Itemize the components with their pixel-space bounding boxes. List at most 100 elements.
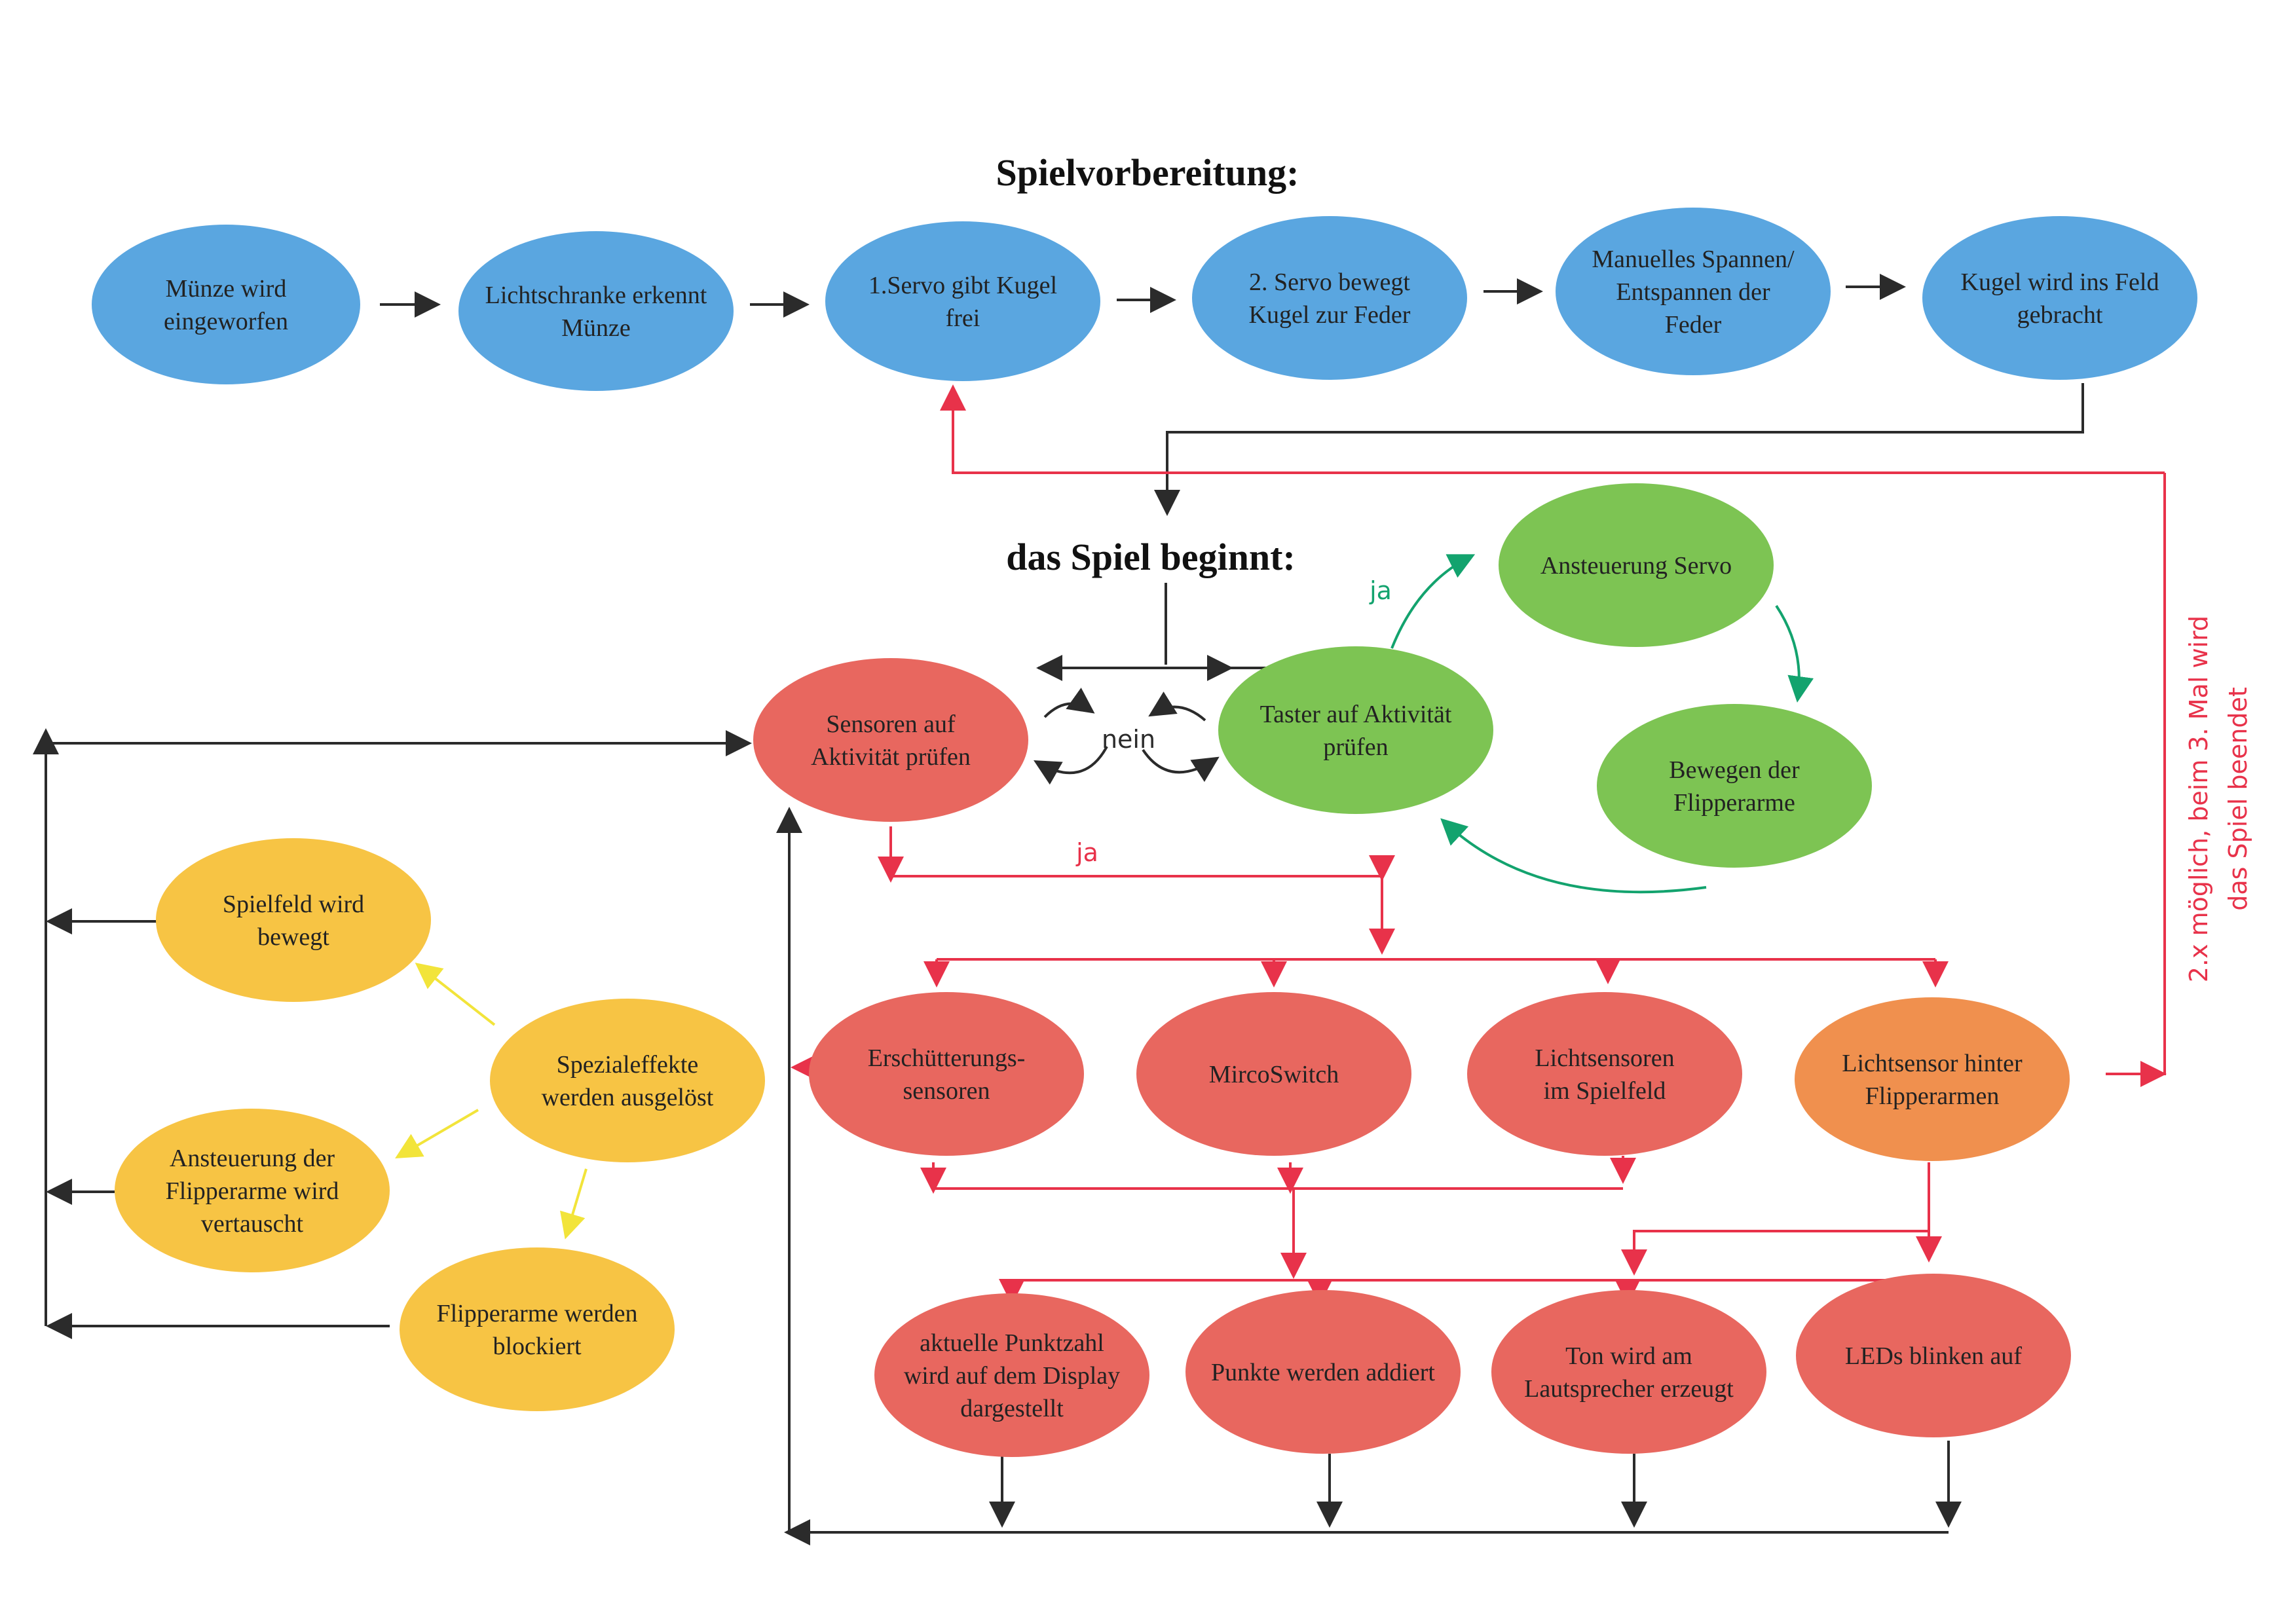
side-note: 2.x möglich, beim 3. Mal wird das Spiel …	[2184, 616, 2252, 982]
node-flipperarme-vertauscht-shape	[115, 1109, 390, 1272]
node-display-label: dargestellt	[960, 1395, 1064, 1422]
node-ton-label: Lautsprecher erzeugt	[1524, 1375, 1734, 1403]
node-servo1-label: 1.Servo gibt Kugel	[868, 272, 1057, 299]
node-ton-shape	[1491, 1290, 1766, 1454]
node-spannen-shape	[1556, 208, 1831, 375]
node-kugel-feld-label: gebracht	[2017, 301, 2103, 329]
connectors	[33, 274, 2167, 1545]
arrow-special-to-blocked	[560, 1168, 588, 1240]
side-note-line-2: das Spiel beendet	[2224, 687, 2252, 910]
arrow-flippers-to-buttons	[1440, 818, 1707, 894]
node-ansteuerung-servo-label: Ansteuerung Servo	[1540, 552, 1732, 580]
arrow-servo-to-flippers	[1775, 604, 1814, 703]
node-erschuetterung-label: Erschütterungs-	[868, 1044, 1026, 1072]
node-flipperarme-vertauscht-label: Flipperarme wird	[166, 1177, 339, 1205]
node-lichtsensoren-feld: Lichtsensoren im Spielfeld	[1467, 992, 1742, 1156]
node-flipperarme-blockiert-label: Flipperarme werden	[436, 1300, 637, 1327]
node-sensoren-pruefen-shape	[753, 658, 1028, 822]
node-spezialeffekte-shape	[490, 999, 765, 1162]
arrow-restart-to-servo1	[940, 384, 2165, 474]
node-flipperarme-vertauscht-label: vertauscht	[201, 1210, 304, 1238]
node-muenze-label: Münze wird	[166, 275, 287, 303]
node-sensoren-pruefen-label: Aktivität prüfen	[811, 743, 971, 771]
node-lichtsensor-flipper-shape	[1795, 997, 2070, 1161]
node-lichtsensor-flipper-label: Lichtsensor hinter	[1842, 1050, 2023, 1077]
node-servo2-shape	[1192, 216, 1467, 380]
node-flipperarme-blockiert-shape	[400, 1247, 675, 1411]
node-lichtsensoren-feld-label: Lichtsensoren	[1535, 1044, 1674, 1072]
node-ton: Ton wird am Lautsprecher erzeugt	[1491, 1290, 1766, 1454]
arrow-special-to-fieldmoves	[415, 963, 496, 1026]
node-microswitch-label: MircoSwitch	[1209, 1061, 1339, 1088]
node-spezialeffekte-label: Spezialeffekte	[557, 1051, 699, 1079]
node-muenze-shape	[92, 225, 360, 384]
arrow-sensors-ja	[889, 826, 1395, 955]
node-taster-pruefen-label: Taster auf Aktivität	[1260, 701, 1452, 728]
node-lichtsensor-flipper-label: Flipperarmen	[1865, 1082, 2000, 1110]
node-flipperarme-vertauscht-label: Ansteuerung der	[170, 1145, 335, 1172]
node-spielfeld-bewegt-shape	[156, 838, 431, 1002]
node-muenze-label: eingeworfen	[164, 308, 288, 335]
node-spielfeld-bewegt-label: Spielfeld wird	[223, 891, 364, 918]
node-punkte: Punkte werden addiert	[1185, 1290, 1461, 1454]
node-leds-label: LEDs blinken auf	[1845, 1342, 2023, 1370]
node-servo1-label: frei	[946, 304, 980, 332]
node-lichtschranke-shape	[458, 231, 734, 391]
arrow-nein-bottom-left	[1034, 746, 1108, 785]
node-spannen-label: Feder	[1665, 311, 1722, 339]
node-display-label: aktuelle Punktzahl	[920, 1329, 1104, 1357]
node-punkte-shape	[1185, 1290, 1461, 1454]
node-display: aktuelle Punktzahl wird auf dem Display da…	[874, 1293, 1149, 1457]
node-display-shape	[874, 1293, 1149, 1457]
node-taster-pruefen-shape	[1218, 646, 1493, 814]
node-muenze: Münze wird eingeworfen	[92, 225, 360, 384]
node-lichtsensoren-feld-shape	[1467, 992, 1742, 1156]
node-servo2-label: Kugel zur Feder	[1249, 301, 1411, 329]
node-lichtsensoren-feld-label: im Spielfeld	[1544, 1077, 1666, 1105]
node-flipperarme-bewegen-shape	[1597, 704, 1872, 868]
arrow-nein-bottom-right	[1142, 748, 1220, 783]
node-lichtschranke-label: Münze	[561, 314, 631, 342]
side-note-line-1: 2.x möglich, beim 3. Mal wird	[2184, 616, 2213, 982]
node-spezialeffekte: Spezialeffekte werden ausgelöst	[490, 999, 765, 1162]
node-spannen-label: Entspannen der	[1616, 278, 1770, 306]
node-flipperarme-blockiert-label: blockiert	[493, 1333, 582, 1360]
node-spielfeld-bewegt-label: bewegt	[257, 923, 329, 951]
node-erschuetterung-label: sensoren	[903, 1077, 990, 1105]
heading-spielvorbereitung: Spielvorbereitung:	[996, 151, 1299, 194]
node-lichtschranke-label: Lichtschranke erkennt	[485, 282, 707, 309]
node-spannen-label: Manuelles Spannen/	[1592, 246, 1795, 273]
node-ton-label: Ton wird am	[1565, 1342, 1692, 1370]
label-ja-red: ja	[1075, 838, 1098, 867]
node-microswitch: MircoSwitch	[1136, 992, 1411, 1156]
node-leds: LEDs blinken auf	[1796, 1274, 2071, 1437]
node-display-label: wird auf dem Display	[904, 1362, 1120, 1390]
node-taster-pruefen: Taster auf Aktivität prüfen	[1218, 646, 1493, 814]
node-spielfeld-bewegt: Spielfeld wird bewegt	[156, 838, 431, 1002]
node-flipperarme-bewegen-label: Flipperarme	[1673, 789, 1795, 817]
node-kugel-feld-shape	[1922, 216, 2197, 380]
node-kugel-feld-label: Kugel wird ins Feld	[1961, 268, 2159, 296]
arrow-nein-top-left	[1043, 688, 1095, 718]
node-ansteuerung-servo-shape	[1499, 483, 1774, 647]
label-ja-green: ja	[1369, 576, 1392, 605]
node-flipperarme-bewegen-label: Bewegen der	[1669, 756, 1800, 784]
arrow-special-to-swapped	[395, 1109, 479, 1159]
node-kugel-feld: Kugel wird ins Feld gebracht	[1922, 216, 2197, 380]
node-punkte-label: Punkte werden addiert	[1211, 1359, 1435, 1386]
node-taster-pruefen-label: prüfen	[1323, 733, 1388, 761]
node-sensoren-pruefen-label: Sensoren auf	[826, 710, 956, 738]
arrow-ja-to-servo	[1390, 554, 1476, 649]
node-spezialeffekte-label: werden ausgelöst	[542, 1084, 714, 1111]
node-erschuetterung: Erschütterungs-sensoren	[809, 992, 1084, 1156]
arrow-flippersensor-to-sound	[1621, 1162, 1930, 1276]
node-erschuetterung-shape	[809, 992, 1084, 1156]
arrow-nein-top-right	[1148, 692, 1206, 722]
